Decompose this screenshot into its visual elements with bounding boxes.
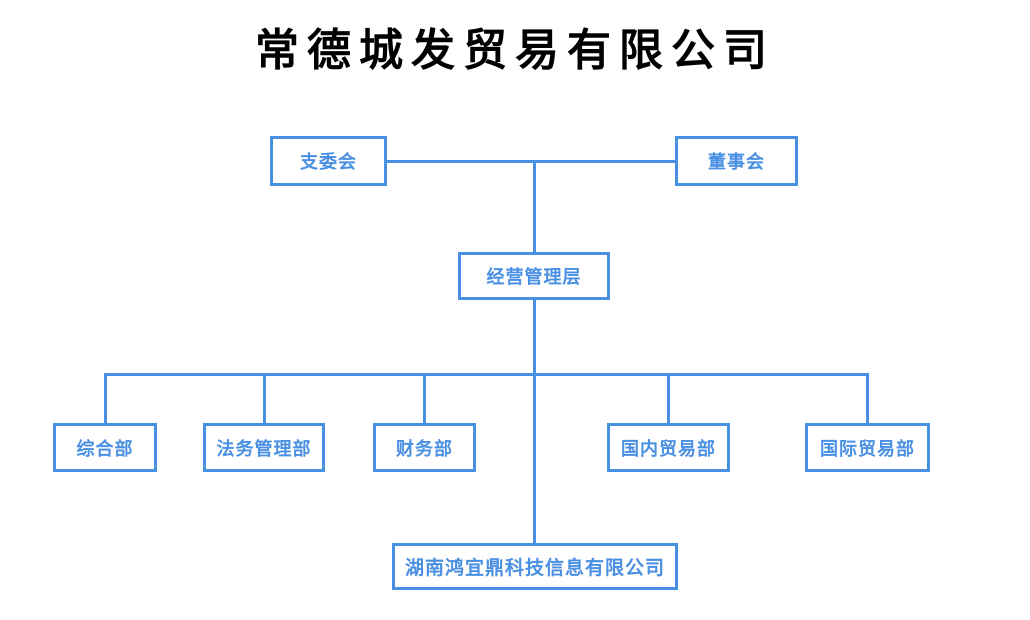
node-international-trade-dept: 国际贸易部 <box>805 423 930 472</box>
node-legal-management-dept: 法务管理部 <box>203 423 325 472</box>
node-management-layer: 经营管理层 <box>458 252 610 300</box>
node-board-of-directors: 董事会 <box>675 136 798 186</box>
connector-drop-finance <box>423 373 426 425</box>
node-subsidiary-company: 湖南鸿宜鼎科技信息有限公司 <box>392 543 678 590</box>
connector-governance-to-management <box>533 160 536 255</box>
page-title: 常德城发贸易有限公司 <box>255 26 775 75</box>
connector-drop-legal-management <box>263 373 266 425</box>
connector-to-subsidiary <box>533 373 536 545</box>
connector-governance-horizontal <box>387 160 675 163</box>
connector-drop-international-trade <box>866 373 869 425</box>
connector-management-to-departments <box>533 299 536 376</box>
connector-drop-general-affairs <box>104 373 107 425</box>
node-domestic-trade-dept: 国内贸易部 <box>607 423 730 472</box>
node-general-affairs-dept: 综合部 <box>53 423 157 472</box>
connector-departments-horizontal <box>104 373 869 376</box>
node-party-branch-committee: 支委会 <box>270 136 387 186</box>
node-finance-dept: 财务部 <box>373 423 476 472</box>
connector-drop-domestic-trade <box>667 373 670 425</box>
